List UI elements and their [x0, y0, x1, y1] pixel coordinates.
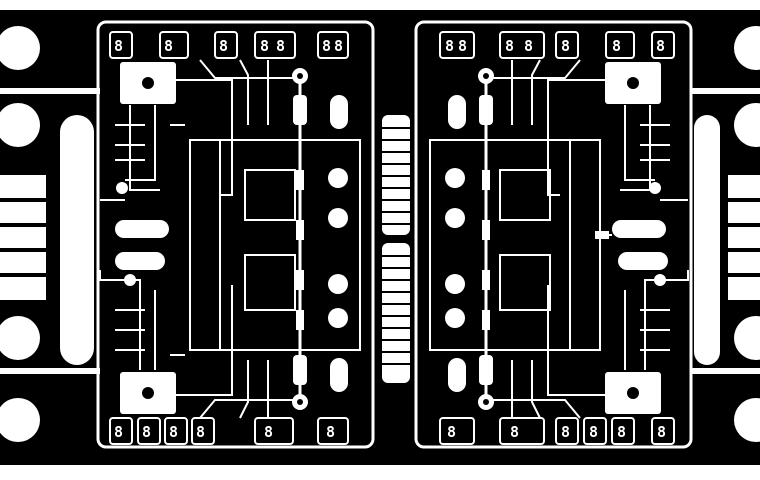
resistor-icon [482, 270, 490, 290]
resistor-icon [595, 231, 609, 239]
right-module: 8 8 8 8 8 8 8 8 8 8 8 8 8 [414, 20, 693, 449]
label-text: 8 [505, 37, 514, 55]
label-text: 8 [114, 423, 123, 441]
mounting-hole-icon [734, 26, 760, 70]
connector-icon [728, 175, 760, 300]
label-text: 8 [196, 423, 205, 441]
mounting-hole-icon [0, 103, 40, 147]
label-text: 8 [447, 423, 456, 441]
pad-icon [330, 358, 348, 392]
label-text: 8 [561, 37, 570, 55]
module-outline [414, 20, 693, 449]
label-text: 8 [164, 37, 173, 55]
mounting-hole-icon [0, 26, 40, 70]
label-text: 8 [656, 37, 665, 55]
pad-icon [115, 252, 165, 270]
resistor-icon [296, 220, 304, 240]
pad-icon [612, 220, 666, 238]
label-text: 8 [445, 37, 454, 55]
label-text: 8 [276, 37, 285, 55]
resistor-icon [479, 355, 493, 385]
center-heatsink [382, 115, 410, 383]
slot-icon [60, 115, 94, 365]
resistor-icon [479, 95, 493, 125]
pad-icon [448, 358, 466, 392]
pad-icon [618, 252, 668, 270]
resistor-icon [293, 355, 307, 385]
label-text: 8 [589, 423, 598, 441]
mounting-hole-icon [734, 398, 760, 442]
label-text: 8 [114, 37, 123, 55]
resistor-icon [296, 170, 304, 190]
right-edge [690, 26, 760, 442]
mounting-hole-icon [734, 316, 760, 360]
left-module: 8 8 8 8 8 8 8 8 8 8 8 8 8 [96, 20, 375, 449]
label-text: 8 [657, 423, 666, 441]
label-text: 8 [326, 423, 335, 441]
label-text: 8 [334, 37, 343, 55]
connector-icon [0, 175, 46, 300]
label-text: 8 [524, 37, 533, 55]
pad-icon [448, 95, 466, 129]
label-text: 8 [322, 37, 331, 55]
slot-icon [694, 115, 720, 365]
label-text: 8 [142, 423, 151, 441]
mounting-hole-icon [734, 103, 760, 147]
label-text: 8 [612, 37, 621, 55]
mounting-hole-icon [0, 398, 40, 442]
resistor-icon [482, 220, 490, 240]
label-text: 8 [260, 37, 269, 55]
label-text: 8 [617, 423, 626, 441]
label-text: 8 [510, 423, 519, 441]
resistor-icon [482, 170, 490, 190]
heatsink-icon [382, 243, 410, 383]
pad-icon [330, 95, 348, 129]
resistor-icon [482, 310, 490, 330]
label-text: 8 [219, 37, 228, 55]
resistor-icon [293, 95, 307, 125]
module-outline [96, 20, 375, 449]
mounting-hole-icon [0, 316, 40, 360]
label-text: 8 [561, 423, 570, 441]
resistor-icon [296, 310, 304, 330]
label-text: 8 [458, 37, 467, 55]
label-text: 8 [264, 423, 273, 441]
left-edge [0, 26, 100, 442]
label-text: 8 [169, 423, 178, 441]
pad-icon [115, 220, 169, 238]
resistor-icon [296, 270, 304, 290]
